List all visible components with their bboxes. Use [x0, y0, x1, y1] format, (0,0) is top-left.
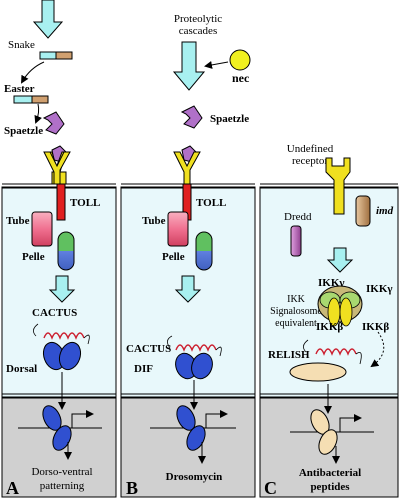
panel-a-outcome-line2: patterning [40, 480, 85, 492]
panel-b-cascade-arrow [172, 41, 206, 91]
panel-b-tube-label: Tube [142, 215, 166, 227]
panel-a-cactus-label: CACTUS [32, 307, 77, 319]
panel-b-spaetzle-label: Spaetzle [210, 113, 249, 125]
panel-b-toll-label: TOLL [196, 197, 226, 209]
panel-a-pelle-to-cactus-arrow [48, 275, 76, 303]
panel-c-signalosome-line2: Signalosome [270, 306, 322, 317]
panel-b-tube [167, 211, 189, 247]
panel-a-tube [31, 211, 53, 247]
snake-to-easter-arrow [21, 61, 45, 84]
panel-a-dorsal-label: Dorsal [6, 363, 37, 375]
panel-b-dif [175, 352, 213, 380]
panel-b-cascade-line1: Proteolytic [174, 13, 222, 25]
easter-protease [13, 95, 49, 104]
panel-c-ikk-beta-left-label: IKKβ [316, 321, 343, 333]
panel-b-cactus-label: CACTUS [126, 343, 171, 355]
panel-a-tube-label: Tube [6, 215, 30, 227]
nec-inhibition-arrow [204, 60, 229, 69]
panel-a-toll-label: TOLL [70, 197, 100, 209]
easter-to-spaetzle-arrow [34, 103, 42, 124]
panel-a-dorsal [42, 341, 82, 371]
panel-a-toll-receptor [43, 151, 71, 221]
panel-b-pelle-label: Pelle [162, 251, 185, 263]
panel-b-dna-with-dif [150, 405, 236, 464]
panel-c-receptor-to-ikk-arrow [326, 247, 354, 273]
panel-b-dif-label: DIF [134, 363, 153, 375]
nec-protein [229, 49, 251, 71]
imd-protein [355, 195, 371, 227]
panel-c-signalosome-line3: equivalent [275, 318, 317, 329]
panel-c-ikk-gamma-right-label: IKKγ [366, 283, 393, 295]
nuclear-membrane [2, 393, 398, 399]
panel-b-spaetzle-free [180, 105, 203, 129]
panel-a-snake-label: Snake [8, 39, 35, 51]
panel-c-signalosome-line1: IKK [287, 294, 306, 305]
panel-b-pelle [195, 231, 213, 271]
panel-a-easter-label: Easter [4, 83, 35, 95]
panel-b-letter: B [126, 478, 138, 498]
panel-a-outcome-line1: Dorso-ventral [31, 466, 92, 478]
panel-a-top-arrow [32, 0, 64, 39]
panel-c-relish-label: RELISH [268, 349, 310, 361]
panel-a-dna-with-dorsal [18, 405, 102, 460]
panel-b-nec-label: nec [232, 71, 250, 85]
dredd-protein [290, 225, 302, 257]
panel-b-toll-receptor [173, 151, 201, 221]
panel-c-ikk-beta-right-label: IKKβ [362, 321, 389, 333]
panel-c-dredd-label: Dredd [284, 211, 312, 223]
relish-inhibitory-domain [303, 339, 362, 365]
panel-b-cactus [167, 335, 222, 357]
relish-rel-domain [289, 362, 347, 382]
panel-c-dna-with-relish [290, 409, 374, 464]
panel-c-outcome-line2: peptides [310, 481, 350, 493]
panel-c-receptor-line1: Undefined [287, 143, 334, 155]
panel-b-cascade-line2: cascades [179, 25, 217, 37]
panel-a-spaetzle-label: Spaetzle [4, 125, 43, 137]
undefined-receptor [325, 157, 351, 215]
panel-c-receptor-line2: receptor [292, 155, 328, 167]
panel-a-pelle [57, 231, 75, 271]
panel-b-outcome: Drosomycin [166, 471, 223, 483]
panel-a-spaetzle-free [42, 111, 65, 135]
panel-a-cactus [33, 323, 90, 345]
panel-c-outcome-line1: Antibacterial [299, 467, 361, 479]
panel-a-pelle-label: Pelle [22, 251, 45, 263]
panel-c-letter: C [264, 478, 277, 498]
panel-c-imd-label: imd [376, 205, 394, 217]
panel-a-letter: A [6, 478, 19, 498]
panel-b-pelle-to-cactus-arrow [174, 275, 202, 303]
ikk-signalosome [317, 285, 363, 327]
snake-protease [39, 51, 73, 60]
